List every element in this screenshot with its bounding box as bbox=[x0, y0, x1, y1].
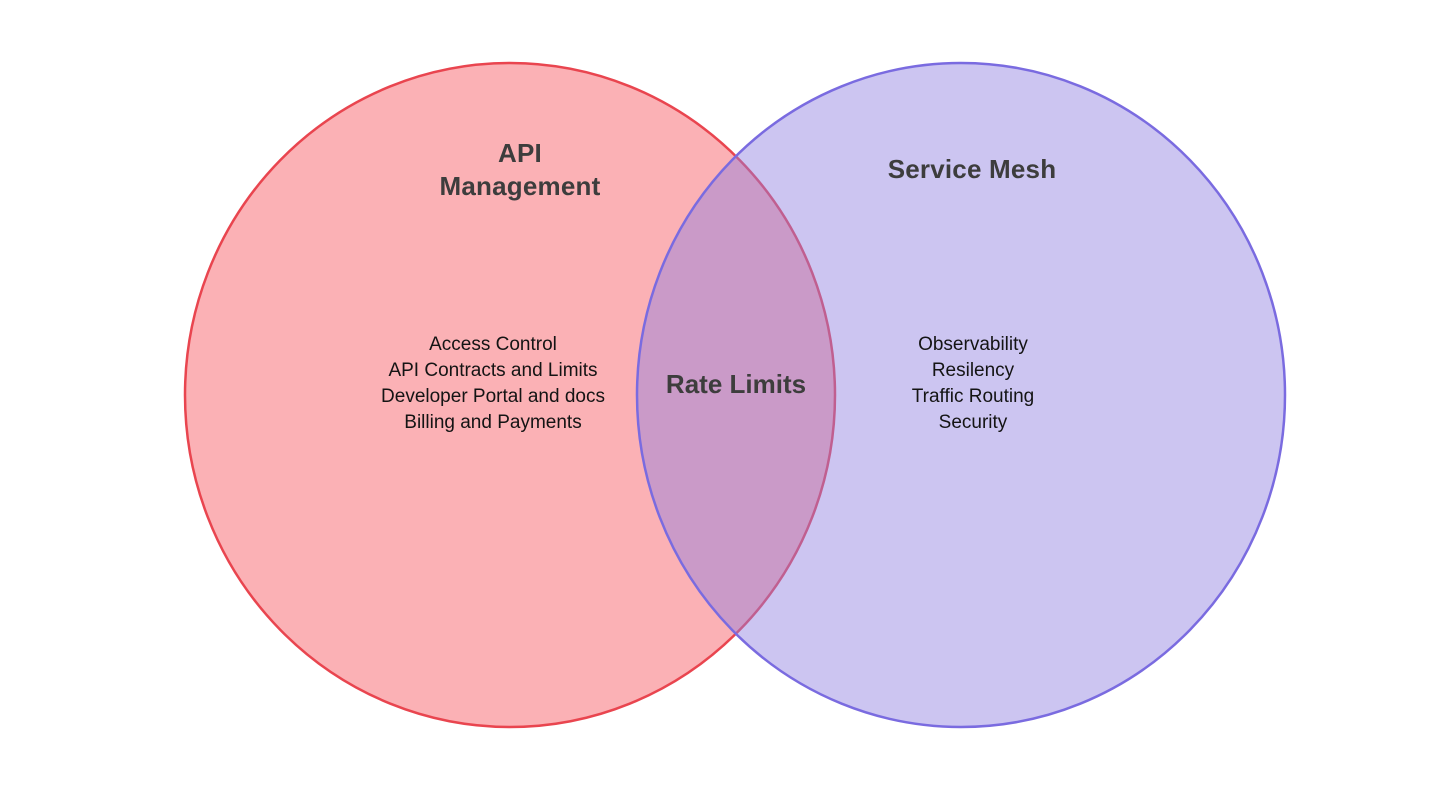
list-item: Observability bbox=[918, 334, 1028, 355]
right-circle-service-mesh bbox=[635, 61, 1287, 729]
list-item: Resilency bbox=[931, 360, 1015, 381]
list-item: Developer Portal and docs bbox=[381, 386, 605, 407]
list-item: Access Control bbox=[429, 334, 557, 355]
left-circle-items: Access Control API Contracts and Limits … bbox=[381, 332, 605, 436]
left-circle-api-management bbox=[183, 61, 837, 729]
left-circle-title-line1: API bbox=[498, 138, 542, 168]
left-circle-title-line2: Management bbox=[439, 171, 601, 201]
right-circle-title: Service Mesh bbox=[887, 154, 1057, 184]
right-circle-items: Observability Resilency Traffic Routing … bbox=[912, 332, 1035, 436]
left-circle-title: API Management bbox=[440, 137, 601, 203]
intersection-label: Rate Limits bbox=[665, 369, 807, 399]
list-item: Traffic Routing bbox=[911, 386, 1035, 407]
list-item: Security bbox=[938, 412, 1008, 433]
list-item: API Contracts and Limits bbox=[388, 360, 598, 381]
list-item: Billing and Payments bbox=[404, 412, 582, 433]
